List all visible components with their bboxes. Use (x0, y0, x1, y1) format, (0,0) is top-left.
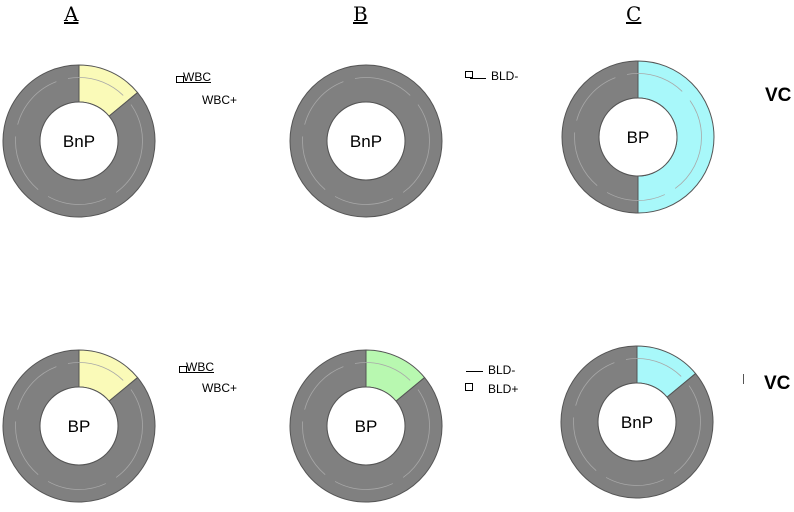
donut-chart-b-top: BnP (289, 64, 443, 218)
center-label: BnP (350, 132, 382, 151)
row-label-vc-bottom: VC (764, 373, 791, 394)
donut-chart-c-bottom: BnP (560, 345, 714, 499)
donut-hole (39, 386, 119, 466)
center-label: BnP (63, 132, 95, 151)
legend-label-bld-minus: BLD- (488, 363, 516, 377)
donut-chart-b-bottom: BP (289, 349, 443, 503)
donut-hole (39, 101, 119, 181)
legend-label-wbc: WBC (183, 70, 211, 84)
center-label: BP (627, 128, 650, 147)
legend-swatch-bld-minus (465, 71, 473, 78)
guide-ring (15, 362, 143, 490)
guide-ring (574, 73, 702, 201)
legend-label-wbc-plus: WBC+ (202, 381, 238, 395)
center-label: BP (68, 417, 91, 436)
center-label: BP (355, 417, 378, 436)
column-label-b: B (353, 2, 368, 26)
column-label-a: A (64, 2, 79, 26)
legend-line-bld-minus (470, 78, 486, 79)
legend-line-bld-minus (466, 371, 483, 372)
legend-label-bld-plus: BLD+ (488, 382, 519, 396)
donut-chart-c-top: BP (561, 60, 715, 214)
donut-hole (598, 97, 678, 177)
legend-swatch-bld-plus (465, 383, 473, 391)
center-label: BnP (621, 413, 653, 432)
column-label-c: C (626, 2, 642, 26)
guide-ring (302, 77, 430, 205)
guide-ring (302, 362, 430, 490)
legend-swatch-wbc (176, 76, 184, 83)
donut-hole (597, 382, 677, 462)
donut-hole (326, 386, 406, 466)
legend-label-wbc-plus: WBC+ (202, 93, 238, 107)
legend-label-wbc: WBC (186, 360, 214, 374)
donut-chart-a-bottom: BP (2, 349, 156, 503)
legend-swatch-wbc (179, 366, 187, 373)
guide-ring (573, 358, 701, 486)
vc-tick-mark (743, 374, 744, 384)
donut-chart-a-top: BnP (2, 64, 156, 218)
row-label-vc-top: VC (765, 85, 792, 106)
legend-label-bld-minus: BLD- (491, 69, 519, 83)
guide-ring (15, 77, 143, 205)
donut-hole (326, 101, 406, 181)
